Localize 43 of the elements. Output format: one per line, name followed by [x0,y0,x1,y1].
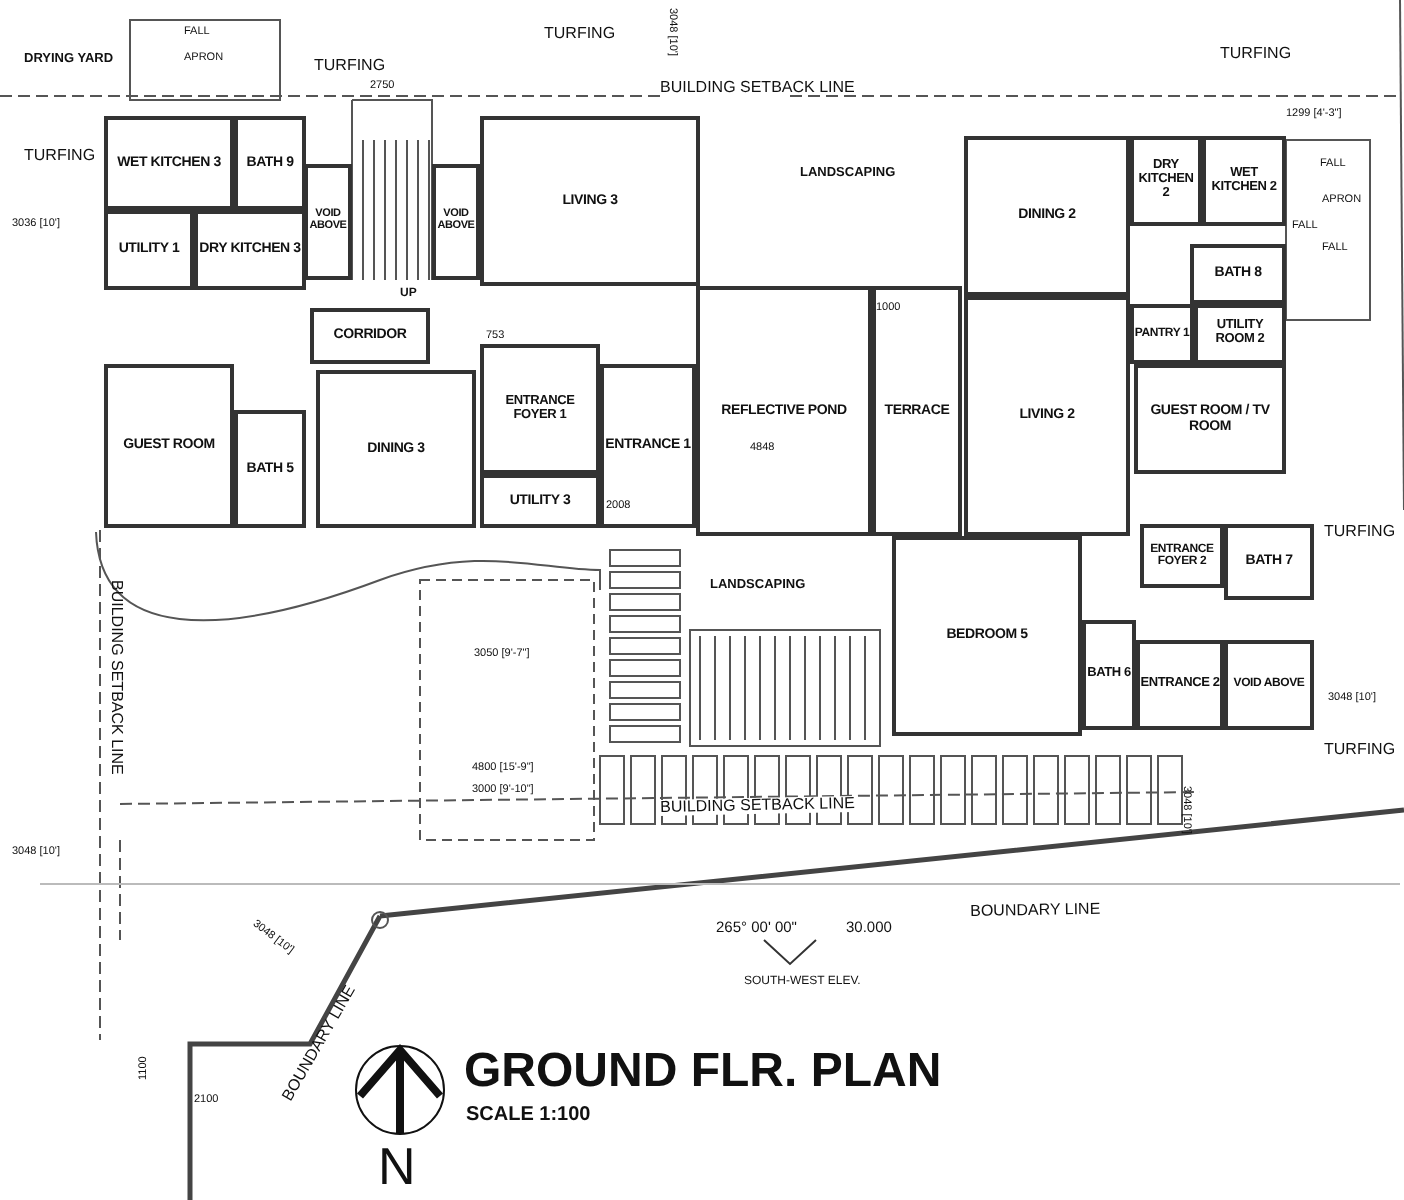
room-outline [432,164,480,280]
room-outline [194,210,306,290]
area-label: TURFING [24,148,96,164]
room-outline [104,116,234,210]
room-outline [1130,304,1194,364]
room-outline [964,296,1130,536]
room-outline [964,136,1130,296]
room-outline [234,116,306,210]
room-outline [600,364,696,528]
room-outline [316,370,476,528]
room-outline [480,116,700,286]
room-outline [304,164,352,280]
area-label: TURFING [1220,46,1292,62]
room-outline [1082,620,1136,730]
room-outline [1202,136,1286,226]
room-outline [480,474,600,528]
area-label: TURFING [314,58,386,74]
room-outline [872,286,962,536]
room-outline [696,286,872,536]
room-outline [1194,304,1286,364]
area-label: TURFING [1324,524,1396,540]
room-outline [892,536,1082,736]
plan-title: GROUND FLR. PLAN [464,1048,942,1096]
room-outline [104,210,194,290]
room-outline [1224,640,1314,730]
setback-line-label: BUILDING SETBACK LINE [108,580,124,775]
room-outline [234,410,306,528]
room-outline [1140,524,1224,588]
area-label: TURFING [544,26,616,42]
setback-line-label: BUILDING SETBACK LINE [660,795,855,816]
room-outline [104,364,234,528]
setback-line-label: BUILDING SETBACK LINE [660,80,855,96]
room-outline [1136,640,1224,730]
room-outline [1190,244,1286,304]
area-label: TURFING [1324,742,1396,758]
room-outline [1130,136,1202,226]
room-outline [310,308,430,364]
room-outline [1134,364,1286,474]
boundary-line-label: BOUNDARY LINE [970,901,1101,920]
room-outline [1224,524,1314,600]
north-label: N [378,1140,416,1192]
scale-note: SCALE 1:100 [466,1106,591,1126]
room-outline [480,344,600,474]
